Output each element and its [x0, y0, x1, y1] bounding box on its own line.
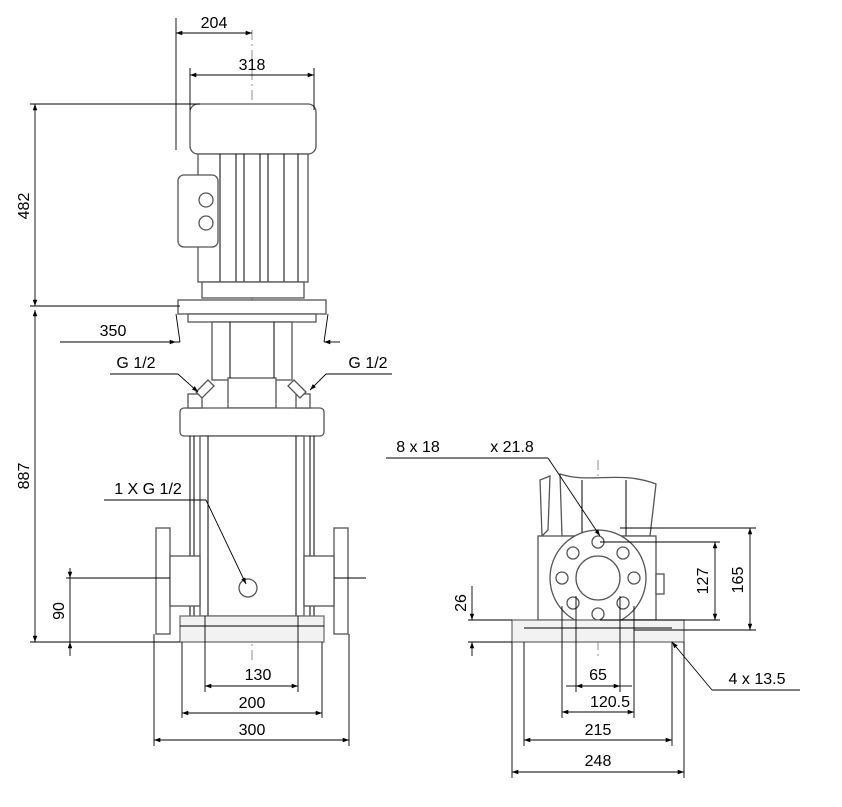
vent-plug-left [187, 393, 203, 409]
dim-motor-width: 318 [239, 57, 266, 74]
vent-left-label: G 1/2 [116, 355, 155, 372]
dim-flange-diameter: 165 [730, 567, 747, 594]
adapter-ring [187, 313, 317, 323]
dim-adapter-width: 350 [100, 323, 127, 340]
side-dimensions: 8 x 18 x 21.8 127 165 26 65 [386, 439, 800, 778]
dim-bore: 65 [589, 667, 607, 684]
pipe-connections [155, 527, 349, 635]
flange-bore [575, 555, 621, 601]
vent-right-label: G 1/2 [348, 355, 387, 372]
inlet-flange [155, 527, 171, 635]
side-plug [655, 573, 665, 595]
dim-bolt-pitch: 120.5 [590, 694, 630, 711]
pump-sleeve [189, 435, 315, 620]
flange-bolt-holes [555, 535, 641, 621]
dim-motor-height: 482 [16, 193, 33, 220]
dim-base-height: 26 [453, 594, 470, 612]
vent-screw-right [287, 379, 307, 399]
sleeve-body [559, 473, 657, 537]
inlet-neck [169, 555, 201, 607]
front-view: 204 318 482 350 G 1/2 G 1 [16, 15, 392, 746]
vent-screw-left [195, 379, 215, 399]
bolt-depth-label: x 21.8 [490, 439, 534, 456]
dim-base-inner: 200 [239, 695, 266, 712]
motor-stool [201, 281, 305, 299]
drain-plug [238, 578, 258, 598]
pump-head-plate [179, 407, 325, 437]
base-plate [179, 615, 325, 643]
motor-adapter [177, 299, 327, 409]
cable-gland-icon [198, 192, 214, 208]
pump-head-boss [227, 377, 277, 409]
dim-base-width: 300 [239, 722, 266, 739]
dim-side-base-width: 248 [585, 753, 612, 770]
dim-motor-half-width: 204 [201, 15, 228, 32]
dim-port-spacing: 130 [245, 667, 272, 684]
bolt-spec-label: 8 x 18 [396, 439, 440, 456]
terminal-box [177, 174, 219, 248]
drain-label: 1 X G 1/2 [114, 481, 182, 498]
cable-gland-icon [198, 215, 214, 231]
side-base-plate [511, 619, 685, 643]
dim-pump-height: 887 [16, 463, 33, 490]
motor [177, 103, 317, 299]
dim-inlet-height: 90 [51, 602, 68, 620]
motor-fan-cover [189, 103, 317, 155]
dim-side-base-inner: 215 [585, 722, 612, 739]
outlet-neck [303, 555, 335, 607]
outlet-flange [333, 527, 349, 635]
dim-bolt-circle: 127 [695, 568, 712, 595]
sleeve-left-edge [539, 475, 551, 538]
foot-holes-label: 4 x 13.5 [729, 671, 786, 688]
coupling-housing [211, 321, 293, 381]
front-dimensions: 204 318 482 350 G 1/2 G 1 [16, 15, 392, 746]
side-view: 8 x 18 x 21.8 127 165 26 65 [386, 439, 800, 778]
adapter-flange [177, 299, 327, 315]
